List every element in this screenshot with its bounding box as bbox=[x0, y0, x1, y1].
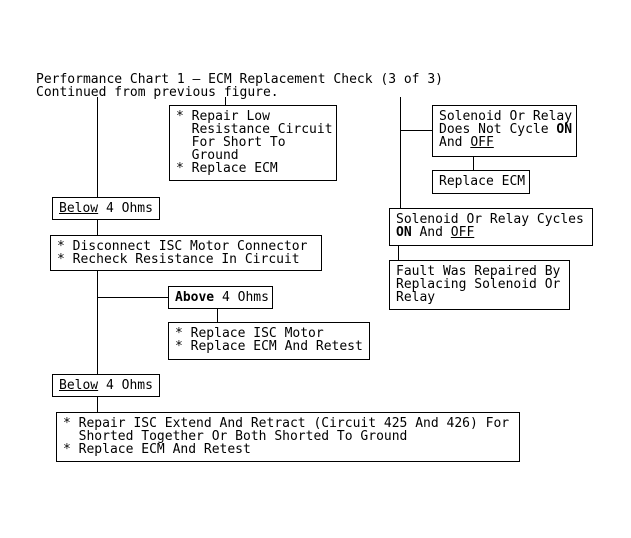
label-below: Below bbox=[59, 201, 99, 216]
box-replace-ecm: Replace ECM bbox=[432, 170, 530, 194]
box-fault-repaired: Fault Was Repaired By Replacing Solenoid… bbox=[389, 260, 570, 310]
label-above: Above bbox=[175, 290, 215, 305]
box-disconnect-isc-motor: * Disconnect ISC Motor Connector * Reche… bbox=[50, 235, 322, 271]
box-text-line: * Replace ISC Motor bbox=[175, 326, 324, 341]
box-text-line: ON And OFF bbox=[396, 225, 475, 240]
connector-trunk-to-above bbox=[97, 297, 168, 298]
label-on: ON bbox=[556, 122, 573, 137]
box-text-line: Replace ECM bbox=[439, 174, 526, 189]
connector-above-to-replace-isc bbox=[217, 308, 218, 322]
box-text-line: Above 4 Ohms bbox=[175, 291, 272, 304]
box-text-line: * Disconnect ISC Motor Connector bbox=[57, 239, 308, 254]
box-text-line: Solenoid Or Relay Cycles bbox=[396, 212, 584, 227]
box-replace-isc-motor: * Replace ISC Motor * Replace ECM And Re… bbox=[168, 322, 370, 360]
box-text-line: Below 4 Ohms bbox=[59, 379, 159, 392]
box-text-line: Ground bbox=[176, 148, 239, 163]
box-text-line: Shorted Together Or Both Shorted To Grou… bbox=[63, 429, 408, 444]
box-text-line: * Replace ECM And Retest bbox=[175, 339, 363, 354]
label-4-ohms: 4 Ohms bbox=[98, 201, 153, 216]
box-text-line: And OFF bbox=[439, 135, 494, 150]
box-text-line: * Repair Low bbox=[176, 109, 270, 124]
box-text-line: * Replace ECM bbox=[176, 161, 278, 176]
chart-title: Performance Chart 1 – ECM Replacement Ch… bbox=[36, 72, 443, 87]
box-repair-low-resistance: * Repair Low Resistance Circuit For Shor… bbox=[169, 105, 337, 181]
box-below-4-ohms-1: Below 4 Ohms bbox=[52, 197, 160, 220]
box-repair-isc-extend-retract: * Repair ISC Extend And Retract (Circuit… bbox=[56, 412, 520, 462]
box-text-line: * Replace ECM And Retest bbox=[63, 442, 251, 457]
box-solenoid-does-not-cycle: Solenoid Or Relay Does Not Cycle ON And … bbox=[432, 105, 577, 157]
box-text-line: Solenoid Or Relay bbox=[439, 109, 573, 124]
connector-title-to-repair-low bbox=[225, 97, 226, 105]
box-text-line: For Short To bbox=[176, 135, 286, 150]
box-solenoid-cycles: Solenoid Or Relay Cycles ON And OFF bbox=[389, 208, 593, 246]
connector-cycles-to-fault bbox=[398, 245, 399, 260]
connector-disconnect-to-below2 bbox=[97, 270, 98, 374]
label-below: Below bbox=[59, 378, 99, 393]
box-text-line: Below 4 Ohms bbox=[59, 202, 159, 215]
chart-title-block: Performance Chart 1 – ECM Replacement Ch… bbox=[36, 73, 443, 99]
label-off: OFF bbox=[470, 135, 494, 150]
connector-title-to-cycles-trunk bbox=[400, 97, 401, 208]
box-text-line: Fault Was Repaired By bbox=[396, 264, 561, 279]
box-text-line: Resistance Circuit bbox=[176, 122, 333, 137]
label-off: OFF bbox=[450, 225, 475, 240]
connector-below1-to-disconnect bbox=[97, 220, 98, 235]
label-on: ON bbox=[396, 225, 412, 240]
box-text-line: Does Not Cycle ON bbox=[439, 122, 573, 137]
connector-trunk-to-not-cycle bbox=[400, 130, 432, 131]
box-above-4-ohms: Above 4 Ohms bbox=[168, 286, 273, 309]
connector-not-cycle-to-replace-ecm bbox=[473, 156, 474, 170]
box-below-4-ohms-2: Below 4 Ohms bbox=[52, 374, 160, 397]
box-text-line: * Repair ISC Extend And Retract (Circuit… bbox=[63, 416, 510, 431]
connector-below2-to-repair-isc bbox=[97, 396, 98, 412]
box-text-line: Relay bbox=[396, 290, 436, 305]
box-text-line: Replacing Solenoid Or bbox=[396, 277, 561, 292]
label-4-ohms: 4 Ohms bbox=[214, 290, 269, 305]
connector-title-to-below1 bbox=[97, 97, 98, 197]
label-4-ohms: 4 Ohms bbox=[98, 378, 153, 393]
box-text-line: * Recheck Resistance In Circuit bbox=[57, 252, 300, 267]
chart-subtitle: Continued from previous figure. bbox=[36, 85, 279, 100]
